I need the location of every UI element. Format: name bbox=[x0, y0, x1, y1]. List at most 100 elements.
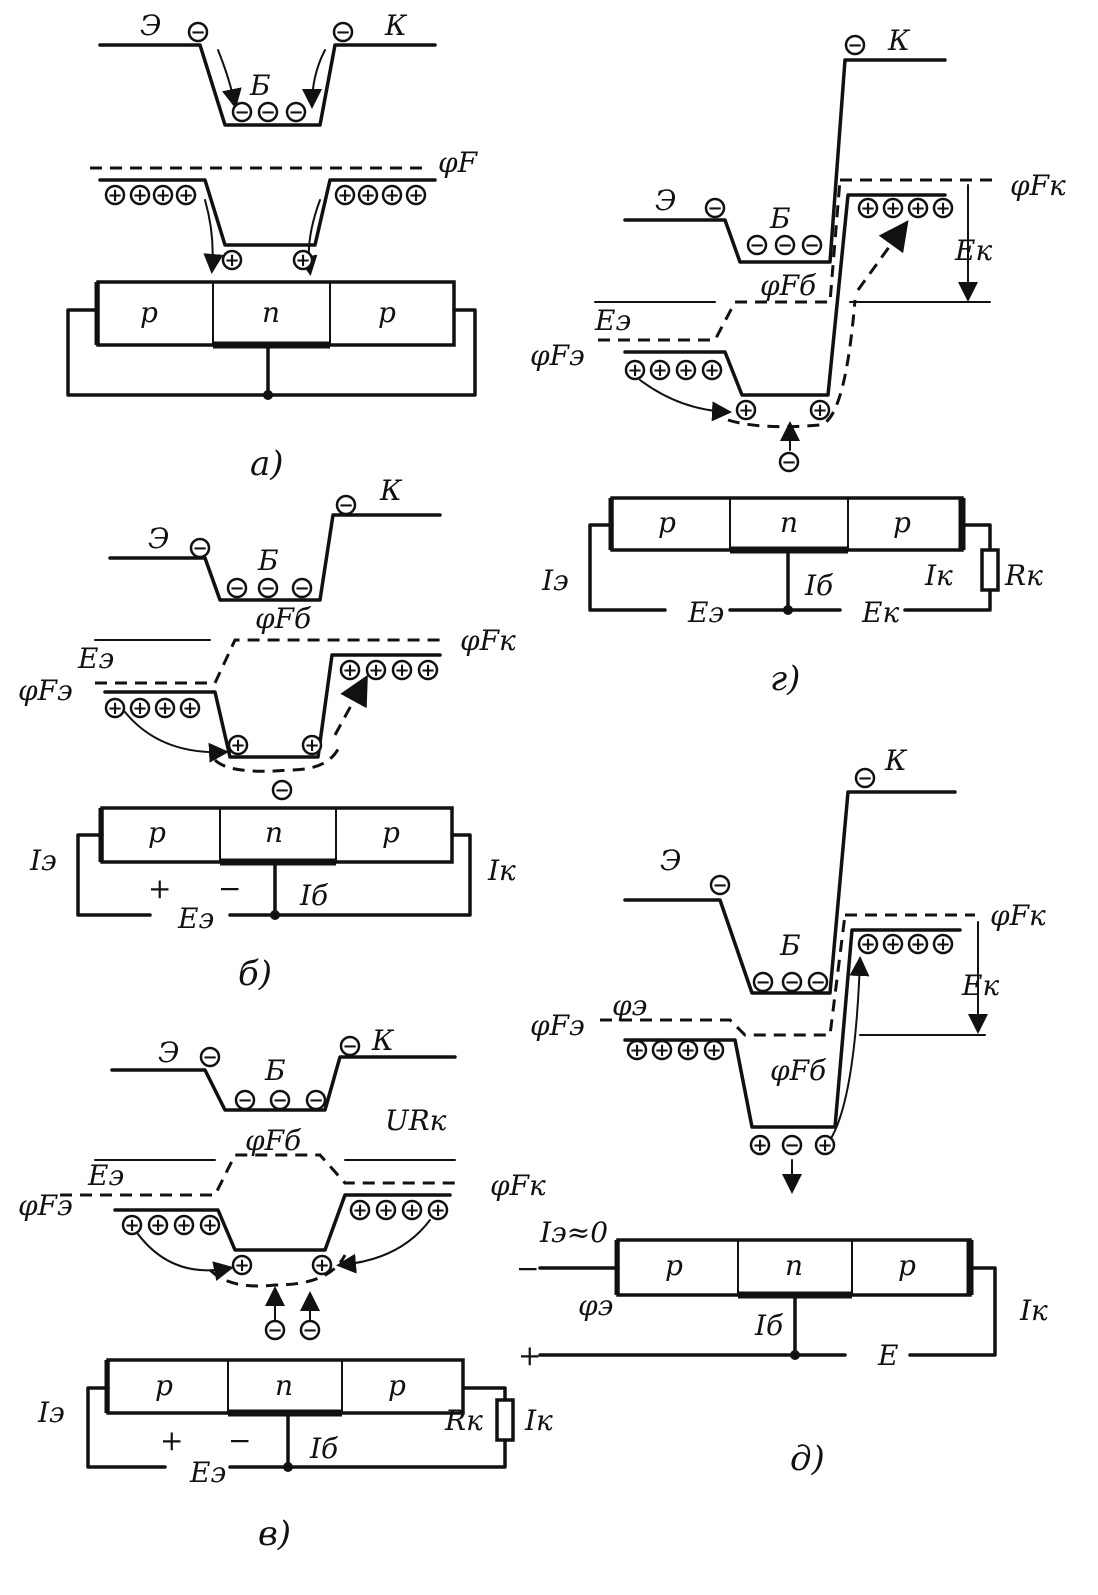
svg-text:+: + bbox=[352, 1200, 367, 1221]
electron-symbol: − bbox=[199, 1046, 221, 1068]
svg-text:+: + bbox=[378, 1200, 393, 1221]
electron-symbol: − bbox=[305, 1089, 327, 1111]
p-region-g1: p bbox=[658, 506, 676, 539]
svg-text:−: − bbox=[777, 235, 792, 256]
svg-text:+: + bbox=[817, 1135, 832, 1156]
label-emitter-d: Э bbox=[660, 844, 681, 877]
label-ie-zero-d: Iэ≈0 bbox=[539, 1216, 608, 1249]
hole-symbol: + bbox=[381, 184, 403, 206]
hole-symbol: + bbox=[121, 1214, 143, 1236]
hole-symbol: + bbox=[129, 697, 151, 719]
conduction-band-g bbox=[623, 58, 947, 264]
label-base-a: Б bbox=[249, 69, 271, 102]
hole-symbol: + bbox=[651, 1039, 673, 1061]
hole-symbol: + bbox=[227, 734, 249, 756]
panel-v: Э Б К φFб URк φFк Eэ φFэ p n p Iэ Iк Rк … bbox=[18, 1024, 553, 1554]
svg-text:+: + bbox=[752, 1135, 767, 1156]
label-phi-e-src-d: φэ bbox=[578, 1289, 613, 1322]
label-urk-v: URк bbox=[385, 1104, 447, 1137]
label-ib-d: Iб bbox=[754, 1309, 784, 1342]
hole-symbol: + bbox=[857, 197, 879, 219]
hole-symbol: + bbox=[334, 184, 356, 206]
electron-symbol: − bbox=[704, 197, 726, 219]
p-region-d2: p bbox=[898, 1249, 916, 1282]
svg-text:−: − bbox=[338, 495, 353, 516]
fermi-v bbox=[60, 1153, 460, 1197]
electron-symbol: − bbox=[339, 1035, 361, 1057]
svg-text:−: − bbox=[190, 22, 205, 43]
svg-text:+: + bbox=[394, 660, 409, 681]
minus-v: − bbox=[228, 1424, 251, 1457]
electron-symbol: − bbox=[285, 101, 307, 123]
svg-text:−: − bbox=[308, 1090, 323, 1111]
p-region-a1: p bbox=[140, 296, 158, 329]
label-ik-b: Iк bbox=[487, 854, 516, 887]
hole-symbol: + bbox=[147, 1214, 169, 1236]
label-ie-g: Iэ bbox=[541, 564, 569, 597]
label-emitter-g: Э bbox=[655, 184, 676, 217]
svg-text:−: − bbox=[335, 22, 350, 43]
label-ee-src-v: Eэ bbox=[189, 1456, 226, 1489]
label-ik-d: Iк bbox=[1019, 1294, 1048, 1327]
svg-text:+: + bbox=[654, 1040, 669, 1061]
label-phi-fb-g: φFб bbox=[760, 269, 817, 302]
hole-symbol: + bbox=[907, 933, 929, 955]
svg-text:+: + bbox=[404, 1200, 419, 1221]
label-ie-v: Iэ bbox=[37, 1396, 65, 1429]
hole-symbol: + bbox=[349, 1199, 371, 1221]
hole-symbol: + bbox=[932, 197, 954, 219]
svg-text:+: + bbox=[182, 698, 197, 719]
p-region-v2: p bbox=[388, 1369, 406, 1402]
hole-symbol: + bbox=[626, 1039, 648, 1061]
label-base-v: Б bbox=[264, 1054, 286, 1087]
svg-text:+: + bbox=[314, 1255, 329, 1276]
svg-text:−: − bbox=[755, 972, 770, 993]
svg-text:+: + bbox=[157, 698, 172, 719]
circuit-v bbox=[86, 1386, 507, 1469]
n-region-d: n bbox=[785, 1249, 803, 1282]
hole-symbol: + bbox=[749, 1134, 771, 1156]
hole-symbol: + bbox=[649, 359, 671, 381]
label-emitter-b: Э bbox=[148, 522, 169, 555]
label-phi-fk-g: φFк bbox=[1010, 169, 1066, 202]
hole-symbol: + bbox=[154, 697, 176, 719]
svg-text:+: + bbox=[234, 1255, 249, 1276]
svg-text:−: − bbox=[707, 198, 722, 219]
svg-text:−: − bbox=[274, 780, 289, 801]
label-rk-g: Rк bbox=[1004, 559, 1043, 592]
electron-symbol: − bbox=[746, 234, 768, 256]
label-base-d: Б bbox=[779, 929, 801, 962]
hole-symbol: + bbox=[199, 1214, 221, 1236]
label-e-d: E bbox=[877, 1339, 898, 1372]
panel-b: Э Б К φFб φFк Eэ φFэ p n p Iэ Iк Iб Eэ +… bbox=[18, 474, 516, 994]
hole-symbol: + bbox=[417, 659, 439, 681]
hole-symbol: + bbox=[152, 184, 174, 206]
hole-symbol: + bbox=[907, 197, 929, 219]
electron-symbol: − bbox=[807, 971, 829, 993]
valence-band-b bbox=[103, 653, 442, 759]
svg-text:+: + bbox=[629, 1040, 644, 1061]
label-base-g: Б bbox=[769, 202, 791, 235]
minus-d: − bbox=[516, 1252, 539, 1285]
electron-symbol: − bbox=[264, 1319, 286, 1341]
label-emitter-v: Э bbox=[158, 1036, 179, 1069]
svg-text:+: + bbox=[910, 198, 925, 219]
label-ee-src-g: Eэ bbox=[687, 596, 724, 629]
label-collector-g: К bbox=[887, 24, 911, 57]
label-phi-fe-b: φFэ bbox=[18, 674, 73, 707]
electron-symbol: − bbox=[709, 874, 731, 896]
svg-text:+: + bbox=[738, 400, 753, 421]
label-phi-f-a: φF bbox=[438, 146, 479, 179]
label-base-b: Б bbox=[257, 544, 279, 577]
svg-text:−: − bbox=[260, 578, 275, 599]
svg-text:+: + bbox=[652, 360, 667, 381]
svg-text:+: + bbox=[885, 198, 900, 219]
hole-symbol: + bbox=[624, 359, 646, 381]
hole-symbol: + bbox=[311, 1254, 333, 1276]
svg-text:+: + bbox=[860, 934, 875, 955]
svg-text:−: − bbox=[781, 452, 796, 473]
label-ik-v: Iк bbox=[524, 1404, 553, 1437]
electron-symbol: − bbox=[801, 234, 823, 256]
label-phi-fe-v: φFэ bbox=[18, 1189, 73, 1222]
svg-text:−: − bbox=[784, 1135, 799, 1156]
